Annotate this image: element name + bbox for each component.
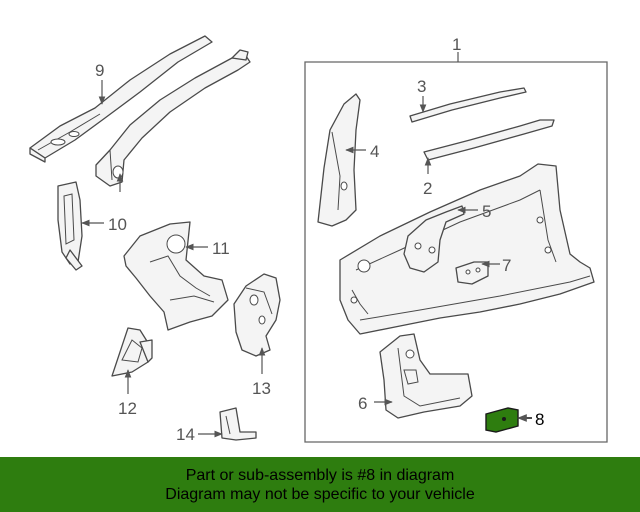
callout-12: 12 [118, 399, 137, 418]
part-9-upper-rail[interactable] [29, 35, 213, 163]
part-8-highlighted[interactable] [485, 407, 519, 433]
part-9-pillar-rail[interactable] [95, 49, 251, 187]
callout-14: 14 [176, 425, 195, 444]
part-3-roof-strip[interactable] [409, 87, 527, 123]
part-info-banner: Part or sub-assembly is #8 in diagram Di… [0, 457, 640, 512]
parts-diagram: 1 2 3 4 5 6 7 8 9 10 11 12 13 14 [29, 35, 608, 444]
part-6-lower-pillar[interactable] [379, 333, 473, 419]
assembly-1-group-box [304, 52, 608, 443]
leader-lines [81, 80, 532, 438]
part-13-hinge-bracket[interactable] [233, 273, 281, 357]
callout-10: 10 [108, 215, 127, 234]
part-14-small-bracket[interactable] [219, 407, 257, 441]
callout-8: 8 [535, 410, 544, 429]
part-11-inner-panel[interactable] [123, 221, 229, 331]
part-12-gusset[interactable] [111, 327, 153, 377]
part-4-pillar[interactable] [317, 93, 361, 227]
callout-7: 7 [502, 256, 511, 275]
part-5-reinforcement[interactable] [403, 205, 465, 273]
banner-line-1: Part or sub-assembly is #8 in diagram [185, 466, 455, 484]
part-7-plate[interactable] [455, 261, 489, 285]
banner-line-2: Diagram may not be specific to your vehi… [165, 485, 475, 503]
part-2-rail[interactable] [423, 119, 555, 161]
callout-9: 9 [95, 61, 104, 80]
callout-3: 3 [417, 77, 426, 96]
callout-4: 4 [370, 142, 379, 161]
callout-6: 6 [358, 394, 367, 413]
callout-13: 13 [252, 379, 271, 398]
part-1-side-panel[interactable] [339, 163, 595, 335]
callout-2: 2 [423, 179, 432, 198]
callout-5: 5 [482, 202, 491, 221]
callout-11: 11 [212, 239, 230, 258]
callout-1: 1 [452, 35, 461, 54]
part-10-bracket[interactable] [57, 181, 83, 271]
